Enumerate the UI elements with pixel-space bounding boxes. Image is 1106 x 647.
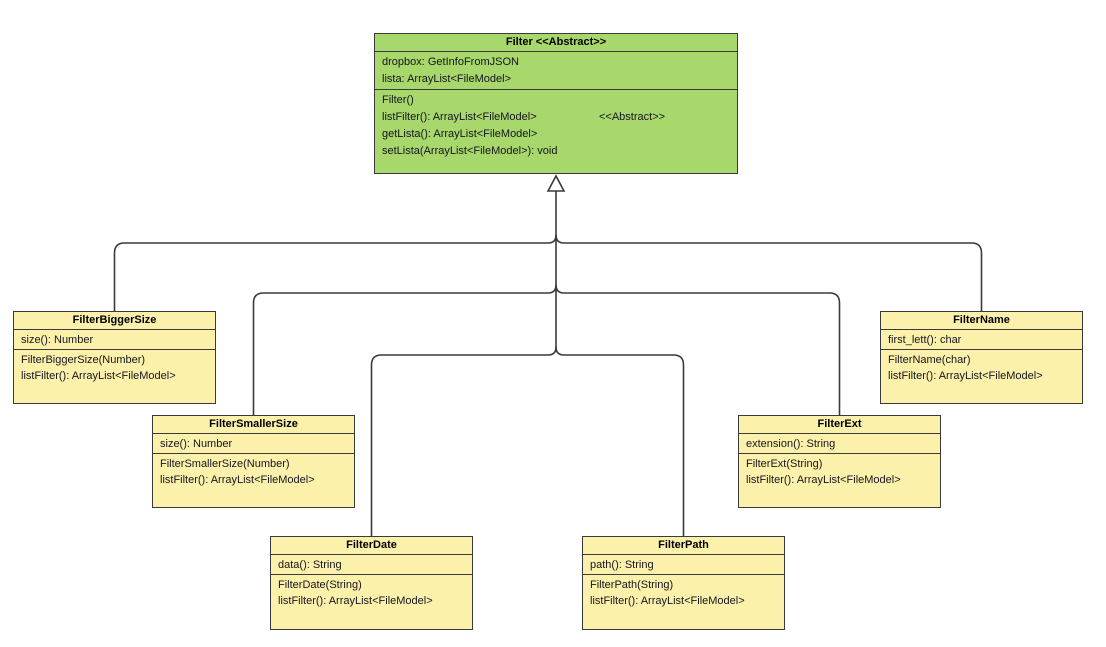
class-filter[interactable]: Filter <<Abstract>> dropbox: GetInfoFrom…: [374, 33, 738, 174]
inheritance-edge-filtername[interactable]: [555, 234, 983, 311]
attribute: extension(): String: [746, 438, 836, 450]
class-methods: FilterExt(String) listFilter(): ArrayLis…: [739, 454, 940, 488]
class-attributes: size(): Number: [153, 434, 354, 454]
class-methods: FilterDate(String) listFilter(): ArrayLi…: [271, 575, 472, 609]
method: FilterPath(String): [590, 579, 674, 591]
method: listFilter(): ArrayList<FileModel>: [160, 474, 315, 486]
method: Filter(): [382, 94, 414, 106]
attribute: data(): String: [278, 559, 342, 571]
class-methods: Filter() listFilter(): ArrayList<FileMod…: [375, 90, 737, 160]
class-filterpath[interactable]: FilterPath path(): String FilterPath(Str…: [582, 536, 785, 630]
class-title: FilterBiggerSize: [14, 312, 215, 330]
inheritance-edge-filterpath[interactable]: [555, 346, 685, 536]
attribute: path(): String: [590, 559, 654, 571]
method: FilterBiggerSize(Number): [21, 354, 146, 366]
inheritance-edge-filterext[interactable]: [555, 284, 841, 415]
class-title: FilterName: [881, 312, 1082, 330]
class-filterbiggersize[interactable]: FilterBiggerSize size(): Number FilterBi…: [13, 311, 216, 404]
method: listFilter(): ArrayList<FileModel>: [746, 474, 901, 486]
attribute: size(): Number: [21, 334, 94, 346]
method: listFilter(): ArrayList<FileModel>: [278, 595, 433, 607]
attribute: dropbox: GetInfoFromJSON: [382, 56, 519, 68]
method-signature: listFilter(): ArrayList<FileModel>: [382, 111, 537, 123]
class-methods: FilterPath(String) listFilter(): ArrayLi…: [583, 575, 784, 609]
class-attributes: dropbox: GetInfoFromJSON lista: ArrayLis…: [375, 52, 737, 90]
attribute: first_lett(): char: [888, 334, 962, 346]
inheritance-edge-filterbiggersize[interactable]: [113, 234, 557, 311]
class-filterext[interactable]: FilterExt extension(): String FilterExt(…: [738, 415, 941, 508]
class-attributes: extension(): String: [739, 434, 940, 454]
method: getLista(): ArrayList<FileModel>: [382, 128, 538, 140]
attribute: lista: ArrayList<FileModel>: [382, 73, 511, 85]
class-methods: FilterSmallerSize(Number) listFilter(): …: [153, 454, 354, 488]
method: setLista(ArrayList<FileModel>): void: [382, 145, 558, 157]
method: FilterName(char): [888, 354, 971, 366]
class-filterdate[interactable]: FilterDate data(): String FilterDate(Str…: [270, 536, 473, 630]
method: FilterSmallerSize(Number): [160, 458, 290, 470]
class-title: FilterDate: [271, 537, 472, 555]
class-methods: FilterName(char) listFilter(): ArrayList…: [881, 350, 1082, 384]
method: listFilter(): ArrayList<FileModel>: [21, 370, 176, 382]
class-title: FilterSmallerSize: [153, 416, 354, 434]
class-filtername[interactable]: FilterName first_lett(): char FilterName…: [880, 311, 1083, 404]
class-filtersmallersize[interactable]: FilterSmallerSize size(): Number FilterS…: [152, 415, 355, 508]
class-title: Filter <<Abstract>>: [375, 34, 737, 52]
method: listFilter(): ArrayList<FileModel> <<Abs…: [375, 109, 737, 126]
attribute: size(): Number: [160, 438, 233, 450]
method: listFilter(): ArrayList<FileModel>: [590, 595, 745, 607]
inheritance-edge-filtersmallersize[interactable]: [252, 284, 557, 415]
method: listFilter(): ArrayList<FileModel>: [888, 370, 1043, 382]
abstract-annotation: <<Abstract>>: [599, 111, 666, 123]
inheritance-edge-filterdate[interactable]: [370, 346, 557, 536]
class-title: FilterExt: [739, 416, 940, 434]
class-attributes: size(): Number: [14, 330, 215, 350]
class-attributes: first_lett(): char: [881, 330, 1082, 350]
class-attributes: path(): String: [583, 555, 784, 575]
method: FilterDate(String): [278, 579, 362, 591]
method: FilterExt(String): [746, 458, 823, 470]
class-title: FilterPath: [583, 537, 784, 555]
class-attributes: data(): String: [271, 555, 472, 575]
generalization-arrowhead-icon[interactable]: [546, 174, 566, 192]
class-methods: FilterBiggerSize(Number) listFilter(): A…: [14, 350, 215, 384]
